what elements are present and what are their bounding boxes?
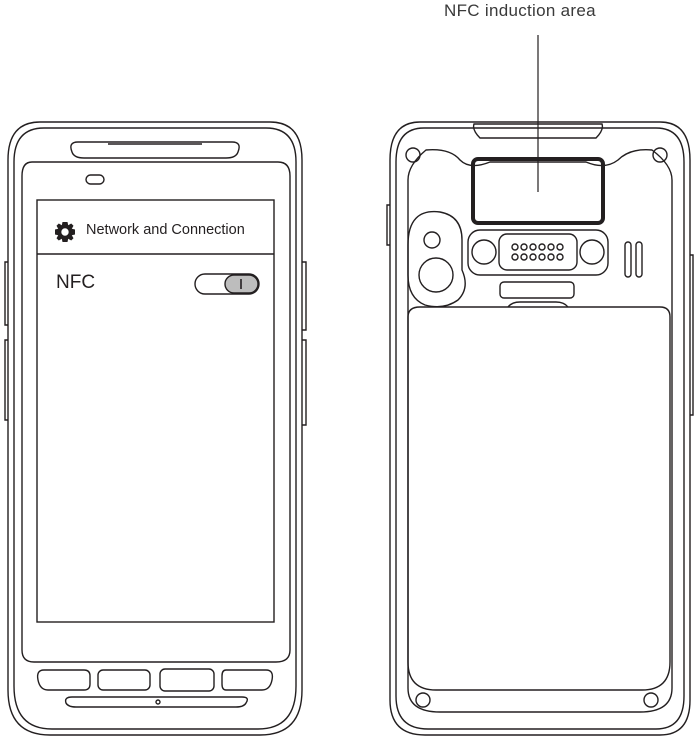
pogo-pins — [511, 243, 564, 261]
back-device — [386, 35, 694, 736]
nav-buttons — [36, 668, 274, 692]
front-device — [4, 121, 307, 736]
gear-icon — [55, 222, 75, 242]
nfc-setting-label: NFC — [56, 272, 96, 293]
nfc-area-label: NFC induction area — [444, 1, 596, 20]
screen-header-title: Network and Connection — [86, 222, 245, 238]
nfc-toggle[interactable] — [194, 273, 260, 295]
